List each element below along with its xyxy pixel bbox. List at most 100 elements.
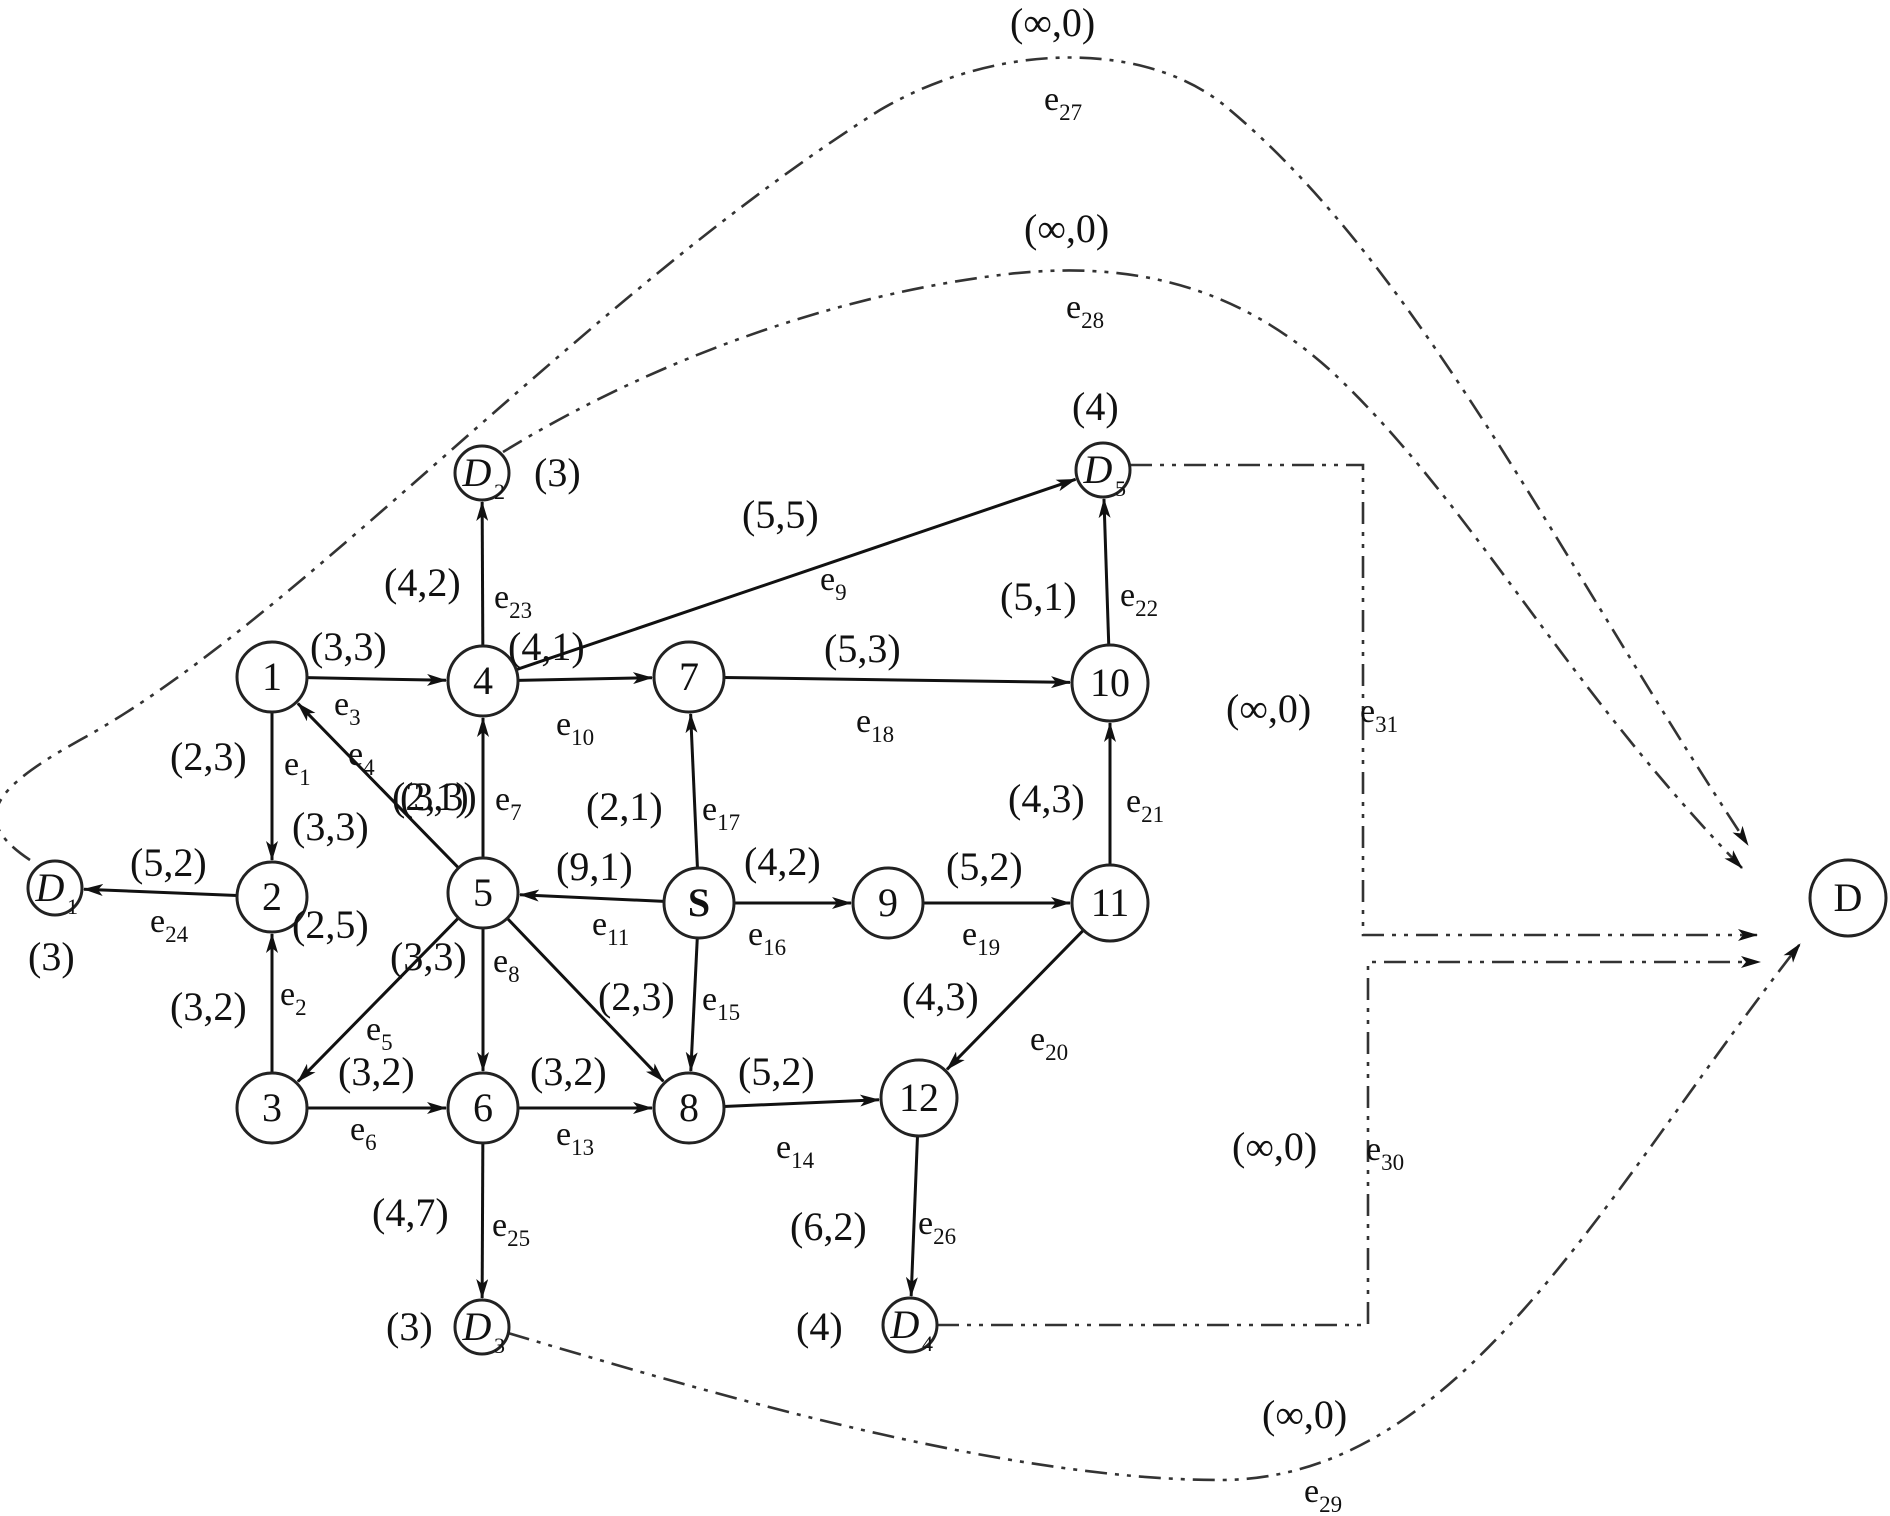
node-circle-D5	[1074, 441, 1132, 499]
node-label-6: 6	[473, 1085, 493, 1130]
edge-e29	[507, 943, 1802, 1482]
edge-name-e14: e14	[776, 1129, 815, 1173]
edge-name-e1: e1	[284, 746, 311, 790]
node-circle-D1	[26, 859, 84, 917]
node-label-10: 10	[1090, 660, 1130, 705]
edge-capacity-e10: (4,1)	[508, 624, 585, 669]
node-label-D4: D	[890, 1302, 920, 1347]
edge-e31	[1130, 463, 1758, 941]
edge-capacity-e25: (4,7)	[372, 1190, 449, 1235]
node-circle-11	[1070, 863, 1150, 943]
edge-capacity-e5: (2,5)	[292, 902, 369, 947]
edge-name-e4: e4	[348, 736, 375, 780]
edge-name-e25: e25	[492, 1207, 530, 1251]
edge-capacity-e19: (5,2)	[946, 844, 1023, 889]
node-label-5: 5	[473, 870, 493, 915]
edge-capacity-e11: (9,1)	[556, 844, 633, 889]
node-label-D5: D	[1083, 447, 1113, 492]
node-3: 3	[235, 1071, 309, 1145]
edge-capacity-e6: (3,2)	[338, 1049, 415, 1094]
node-label-1: 1	[262, 654, 282, 699]
node-S: S	[662, 866, 736, 940]
node-7: 7	[652, 640, 726, 714]
edge-name-e6: e6	[350, 1111, 377, 1155]
edge-name-e15: e15	[702, 981, 740, 1025]
edge-name-e29: e29	[1304, 1473, 1342, 1516]
edge-name-e26: e26	[918, 1205, 956, 1249]
node-circle-4	[446, 644, 520, 718]
node-5: 5	[446, 856, 520, 930]
labels-layer: (2,3)e1(3,2)e2(3,3)e3(3,3)e4(2,5)e5(3,2)…	[130, 0, 1404, 1516]
edge-capacity-e3: (3,3)	[310, 624, 387, 669]
edge-e18	[723, 675, 1072, 689]
node-label-3: 3	[262, 1085, 282, 1130]
edge-e24	[82, 883, 238, 898]
node-sub-D4: 4	[922, 1331, 933, 1356]
edge-name-e17: e17	[702, 791, 740, 835]
edge-name-e11: e11	[592, 906, 629, 950]
edge-capacity-e23: (4,2)	[384, 560, 461, 605]
node-sub-D5: 5	[1115, 476, 1126, 501]
edge-e22	[1098, 497, 1111, 646]
node-circle-S	[662, 866, 736, 940]
edge-capacity-e12: (2,3)	[598, 974, 675, 1019]
edge-name-e31: e31	[1360, 693, 1398, 737]
node-label-D2: D	[462, 450, 492, 495]
edge-name-e16: e16	[748, 916, 786, 960]
edge-capacity-e2: (3,2)	[170, 984, 247, 1029]
edge-name-e22: e22	[1120, 577, 1158, 621]
edge-e9	[515, 477, 1077, 672]
edge-capacity-e13: (3,2)	[530, 1049, 607, 1094]
node-circle-5	[446, 856, 520, 930]
edge-capacity-e31: (∞,0)	[1226, 686, 1311, 731]
edge-capacity-e26: (6,2)	[790, 1204, 867, 1249]
edge-capacity-e4: (3,3)	[400, 774, 477, 819]
node-circle-D3	[453, 1298, 511, 1356]
edge-name-e28: e28	[1066, 289, 1104, 333]
edge-capacity-e18: (5,3)	[824, 626, 901, 671]
edge-e3	[306, 673, 448, 686]
edge-name-e8: e8	[493, 943, 520, 987]
edge-e4	[296, 702, 460, 870]
edge-e5	[296, 916, 460, 1083]
node-circle-3	[235, 1071, 309, 1145]
edge-name-e23: e23	[494, 579, 532, 623]
edge-e17	[685, 712, 699, 869]
node-6: 6	[446, 1071, 520, 1145]
edge-name-e19: e19	[962, 916, 1000, 960]
node-circle-8	[652, 1071, 726, 1145]
node-circle-D2	[453, 444, 511, 502]
node-circle-2	[235, 860, 309, 934]
edge-capacity-e29: (∞,0)	[1262, 1392, 1347, 1437]
node-11: 11	[1070, 863, 1150, 943]
node-demand-D2: (3)	[534, 450, 581, 495]
node-2: 2	[235, 860, 309, 934]
edge-capacity-e1: (2,3)	[170, 734, 247, 779]
edge-e12	[506, 917, 665, 1083]
node-label-D1: D	[35, 865, 65, 910]
node-4: 4	[446, 644, 520, 718]
node-label-D3: D	[462, 1304, 492, 1349]
edge-e15	[685, 937, 699, 1073]
node-circle-7	[652, 640, 726, 714]
node-1: 1	[235, 640, 309, 714]
node-9: 9	[851, 866, 925, 940]
node-circle-D	[1808, 858, 1888, 938]
edge-capacity-e7: (2,1)	[392, 774, 469, 819]
edge-e11	[518, 889, 665, 903]
edge-capacity-e22: (5,1)	[1000, 574, 1077, 619]
edge-name-e18: e18	[856, 703, 894, 747]
edge-capacity-e17: (2,1)	[586, 784, 663, 829]
node-demand-D3: (3)	[386, 1304, 433, 1349]
edge-capacity-e8: (3,3)	[390, 934, 467, 979]
edge-name-e21: e21	[1126, 783, 1164, 827]
edges-layer	[0, 56, 1802, 1482]
node-sub-D3: 3	[494, 1333, 505, 1358]
edge-e26	[905, 1135, 919, 1298]
node-label-S: S	[688, 880, 710, 925]
edge-e10	[517, 672, 654, 685]
edge-name-e2: e2	[280, 976, 307, 1020]
edge-name-e13: e13	[556, 1116, 594, 1160]
